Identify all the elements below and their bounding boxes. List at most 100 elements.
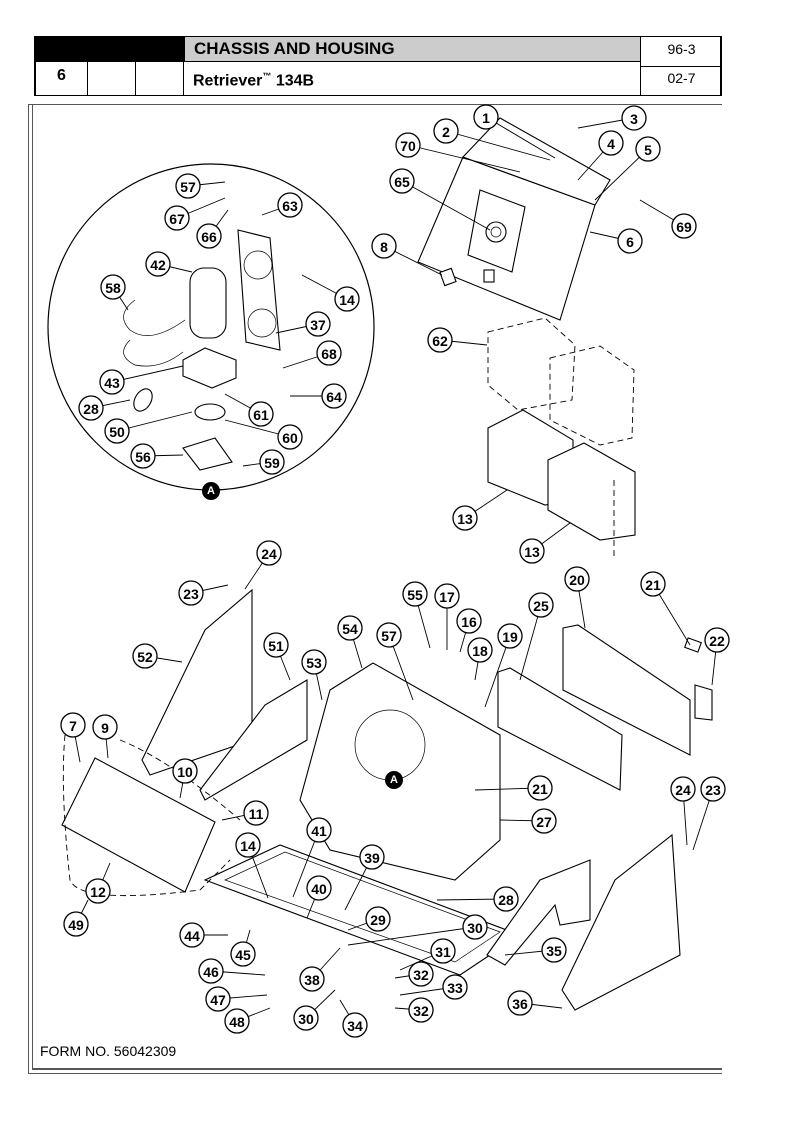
callout-circle (132, 643, 158, 669)
callout-11: 11 (221, 800, 269, 826)
callout-circle (175, 173, 201, 199)
callout-label: 47 (210, 992, 226, 1008)
callout-label: 50 (109, 424, 125, 440)
callout-circle (621, 105, 647, 131)
callout-label: 32 (413, 967, 429, 983)
callout-1: 1 (473, 104, 556, 159)
callout-label: 61 (253, 407, 269, 423)
callout-label: 12 (90, 884, 106, 900)
callout-label: 40 (311, 881, 327, 897)
callout-57: 57 (376, 622, 414, 701)
callout-label: 41 (311, 823, 327, 839)
callout-65: 65 (389, 168, 491, 231)
callout-33: 33 (399, 974, 468, 1000)
callout-52: 52 (132, 643, 183, 669)
callout-56: 56 (130, 443, 184, 469)
header-code-bottom: 02-7 (640, 67, 722, 95)
callout-label: 16 (461, 614, 477, 630)
callout-31: 31 (399, 938, 456, 971)
callout-50: 50 (104, 411, 193, 444)
leader-line (445, 130, 551, 161)
callout-label: 65 (394, 174, 410, 190)
callout-label: 62 (432, 333, 448, 349)
callout-27: 27 (499, 808, 557, 834)
callout-label: 1 (482, 110, 490, 126)
callout-9: 9 (92, 714, 118, 759)
header-code-top: 96-3 (640, 37, 722, 67)
leader-line (401, 180, 491, 231)
callout-circle (230, 941, 256, 967)
callout-label: 24 (675, 782, 691, 798)
page-number: 6 (36, 62, 88, 96)
leader-line (347, 926, 476, 946)
callout-circle (531, 808, 557, 834)
callout-24: 24 (670, 776, 696, 846)
callout-circle (462, 914, 488, 940)
callout-58: 58 (100, 274, 129, 311)
model-number: 134B (275, 72, 315, 90)
callout-4: 4 (577, 130, 624, 181)
callout-label: 30 (467, 920, 483, 936)
callout-label: 57 (381, 628, 397, 644)
callout-label: 67 (169, 211, 185, 227)
callout-label: 8 (380, 239, 388, 255)
callout-circle (104, 418, 130, 444)
leader-line (519, 604, 542, 681)
callout-circle (402, 581, 428, 607)
callout-circle (371, 233, 397, 259)
top-housing-lid (417, 117, 611, 321)
callout-label: 28 (83, 401, 99, 417)
callout-label: 66 (201, 229, 217, 245)
callout-32: 32 (394, 961, 434, 987)
callout-circle (456, 608, 482, 634)
callout-circle (85, 878, 111, 904)
callout-label: 60 (282, 430, 298, 446)
form-number: FORM NO. 56042309 (40, 1043, 177, 1059)
callout-label: 49 (68, 917, 84, 933)
callout-label: 6 (626, 234, 634, 250)
callout-label: 43 (104, 375, 120, 391)
detail-marker-label: A (390, 774, 398, 786)
callout-label: 31 (435, 944, 451, 960)
callout-circle (63, 911, 89, 937)
callout-57: 57 (175, 173, 226, 199)
callout-38: 38 (299, 947, 341, 992)
callout-label: 11 (249, 806, 264, 822)
callout-circle (92, 714, 118, 740)
callout-23: 23 (178, 580, 229, 606)
callout-label: 64 (326, 389, 342, 405)
callout-label: 33 (447, 980, 463, 996)
callout-circle (60, 712, 86, 738)
callout-circle (365, 906, 391, 932)
callout-circle (179, 922, 205, 948)
callout-circle (248, 401, 274, 427)
header-row: 6 Retriever™ 134B (36, 61, 640, 96)
callout-label: 2 (442, 124, 450, 140)
callout-circle (493, 886, 519, 912)
callout-64: 64 (290, 383, 347, 409)
callout-label: 36 (512, 996, 528, 1012)
callout-25: 25 (519, 592, 554, 681)
callout-circle (671, 213, 697, 239)
model-title: Retriever™ 134B (193, 62, 314, 95)
callout-circle (337, 615, 363, 641)
callout-46: 46 (198, 958, 266, 984)
callout-63: 63 (261, 192, 303, 218)
callout-62: 62 (427, 327, 488, 353)
callout-60: 60 (224, 419, 303, 450)
callout-label: 22 (709, 633, 725, 649)
callout-label: 70 (400, 138, 416, 154)
callout-3: 3 (577, 105, 647, 131)
callout-16: 16 (456, 608, 482, 653)
callout-label: 5 (644, 142, 652, 158)
trademark: ™ (262, 71, 272, 81)
callout-61: 61 (224, 393, 274, 427)
callout-49: 49 (63, 899, 89, 937)
detail-view-a: A (47, 163, 375, 500)
callout-circle (427, 327, 453, 353)
callout-circle (293, 1005, 319, 1031)
callout-37: 37 (275, 311, 331, 337)
detail-marker-label: A (207, 485, 215, 497)
callout-42: 42 (145, 251, 193, 277)
callout-69: 69 (639, 199, 697, 239)
